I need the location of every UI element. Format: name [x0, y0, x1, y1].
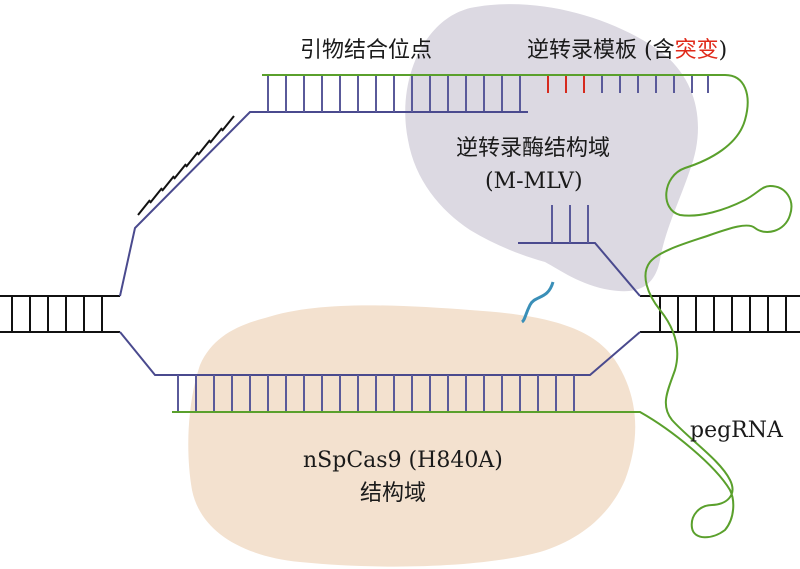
rt-product-rungs	[551, 205, 589, 243]
right-dna-duplex	[640, 295, 800, 333]
linker	[521, 281, 555, 324]
single-strand-bases	[137, 115, 235, 216]
nicked-dna-strand	[119, 111, 420, 297]
target-dna-strand	[119, 331, 641, 376]
cas9-domain-label: nSpCas9 (H840A)	[303, 448, 503, 473]
primer-binding-rungs	[267, 75, 521, 112]
rt-template-mutation-bases	[547, 75, 585, 93]
pegrna-label: pegRNA	[690, 418, 784, 443]
pegrna-strand	[172, 74, 793, 539]
rt-domain-label: 逆转录酶结构域	[456, 136, 610, 161]
rt-template-label: 逆转录模板 (含突变)	[527, 38, 727, 63]
primer-binding-site-label: 引物结合位点	[300, 38, 432, 63]
mutation-label: 突变	[675, 38, 719, 63]
rt-product-strand	[518, 242, 641, 297]
spacer-rungs	[177, 375, 575, 412]
rt-domain-sublabel: (M-MLV)	[485, 169, 583, 194]
cas9-domain-sublabel: 结构域	[360, 481, 426, 506]
cas9-domain-blob	[188, 305, 636, 567]
left-dna-duplex	[0, 295, 120, 333]
rt-template-bases	[601, 75, 709, 93]
